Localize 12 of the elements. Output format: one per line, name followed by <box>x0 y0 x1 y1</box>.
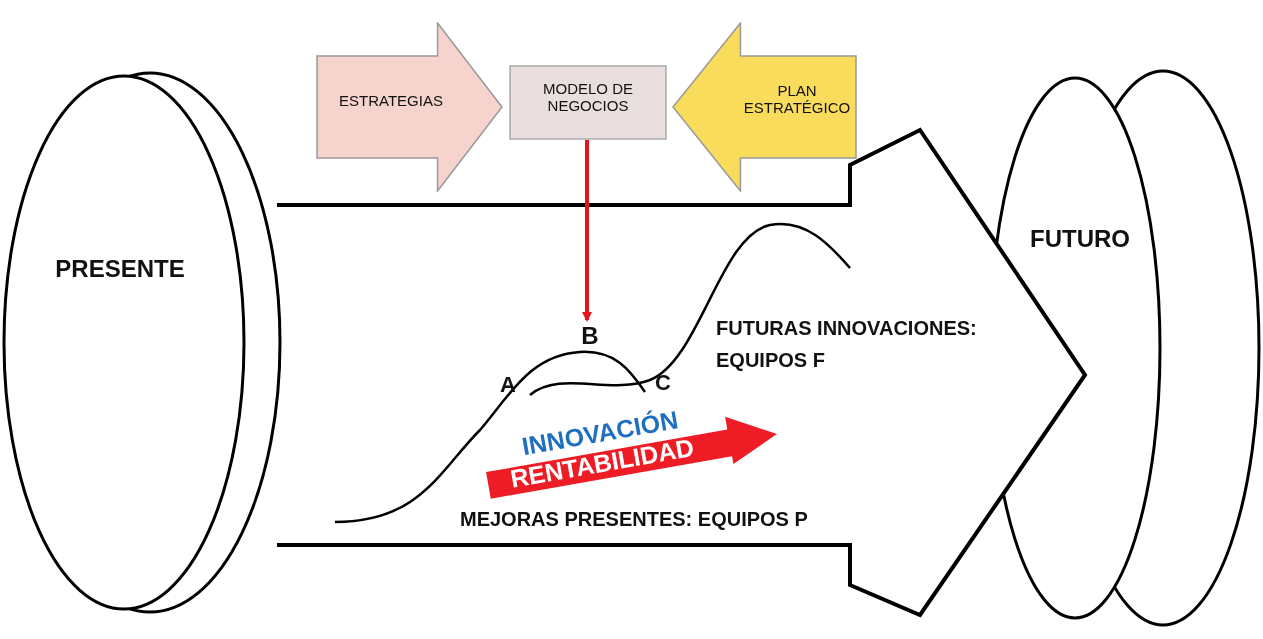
text-label: A <box>500 372 516 398</box>
node-label: B <box>580 322 600 350</box>
node-label: ESTRATEGIAS <box>338 92 444 109</box>
text-label: FUTURAS INNOVACIONES: EQUIPOS F <box>716 316 978 373</box>
node-label: PLAN ESTRATÉGICO <box>742 82 852 116</box>
node-label: MODELO DE NEGOCIOS <box>542 80 634 114</box>
arrow <box>582 140 592 322</box>
text-label: MEJORAS PRESENTES: EQUIPOS P <box>460 508 808 531</box>
block-arrow <box>275 127 1088 618</box>
text-label: C <box>655 370 671 396</box>
node-label: PRESENTE <box>54 255 186 283</box>
node-label: FUTURO <box>1029 225 1131 253</box>
